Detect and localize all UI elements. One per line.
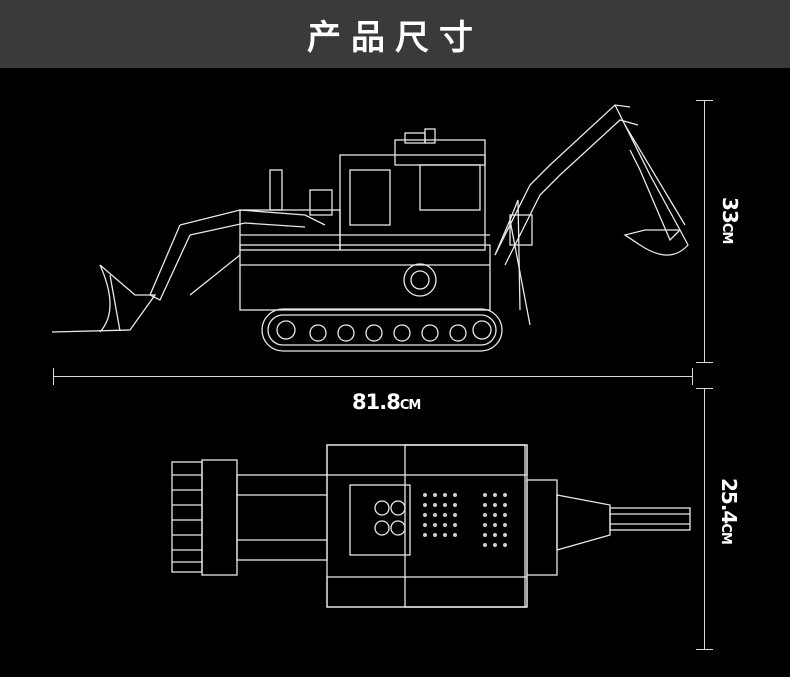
side-view-drawing xyxy=(51,104,689,352)
header-bar: 产品尺寸 xyxy=(0,0,790,68)
length-dimension-label: 81.8CM xyxy=(352,390,422,414)
height-dimension-line xyxy=(704,100,705,363)
width-dimension-line xyxy=(704,388,705,650)
page-title: 产品尺寸 xyxy=(307,17,483,58)
length-value: 81.8 xyxy=(352,390,401,414)
length-dimension-tick-left xyxy=(53,368,54,385)
height-value: 33 xyxy=(718,197,742,223)
length-dimension-tick-right xyxy=(692,368,693,385)
length-unit: CM xyxy=(399,398,422,413)
top-view-drawing xyxy=(171,444,691,608)
width-value: 25.4 xyxy=(717,478,741,524)
height-dimension-tick-top xyxy=(696,100,713,101)
height-unit: CM xyxy=(719,222,734,244)
width-unit: CM xyxy=(718,523,733,544)
width-dimension-tick-top xyxy=(696,388,713,389)
height-dimension-tick-bottom xyxy=(696,362,713,363)
width-dimension-tick-bottom xyxy=(696,649,713,650)
width-dimension-label: 25.4CM xyxy=(717,478,741,544)
height-dimension-label: 33CM xyxy=(718,197,742,243)
length-dimension-line xyxy=(53,376,693,377)
